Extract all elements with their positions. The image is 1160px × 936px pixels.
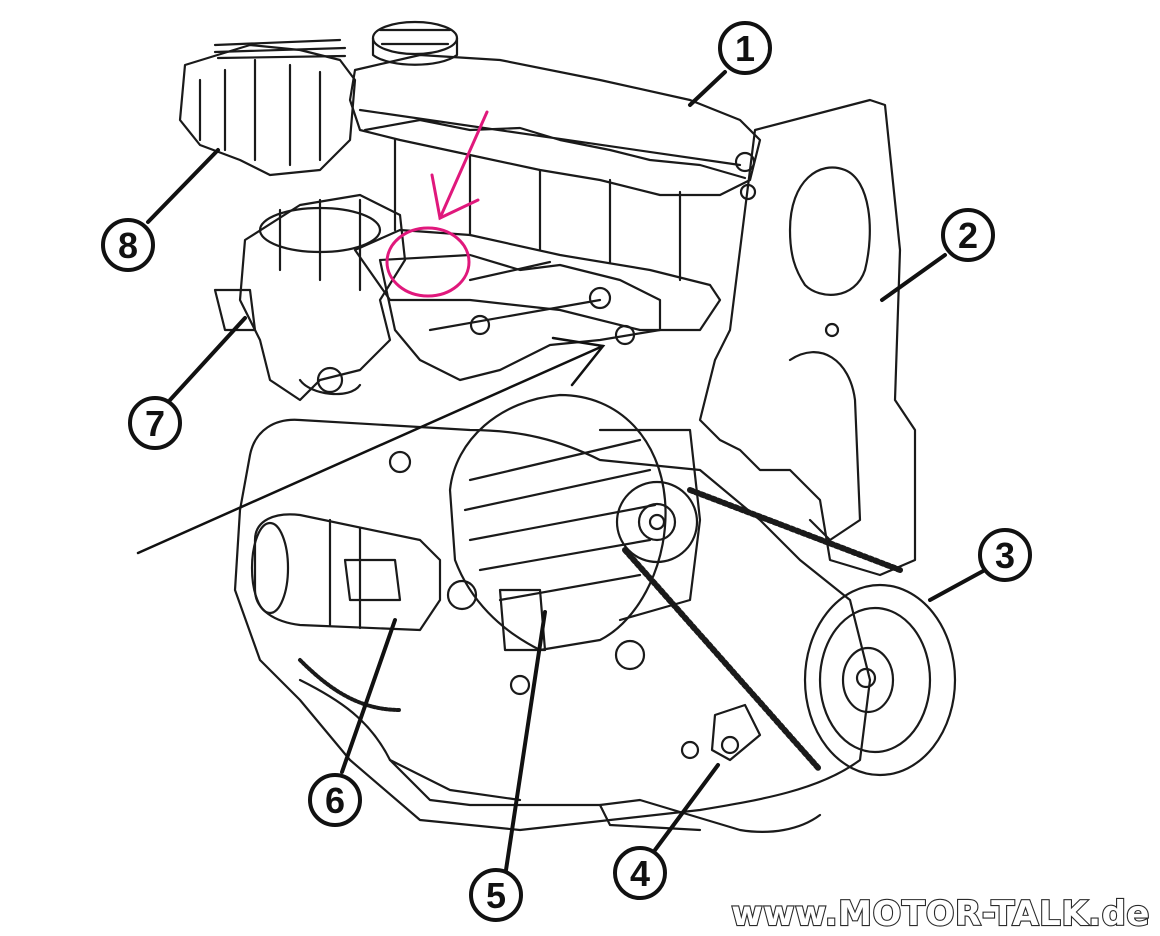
oil-filler-cap-body (371, 36, 459, 66)
annotation-arrowhead-pink (430, 173, 480, 221)
manifold-bolt (469, 314, 491, 336)
carburettor-ribs (278, 198, 362, 292)
callout-6-label: 6 (325, 780, 345, 821)
leader-line-7 (168, 316, 247, 402)
ht-leads (213, 38, 347, 60)
alternator-nut (648, 513, 666, 531)
leader-line-5 (504, 610, 547, 872)
oil-sump (298, 678, 822, 833)
callout-8-label: 8 (118, 225, 138, 266)
leader-line-1 (688, 70, 727, 107)
block-bolt-2 (446, 579, 478, 611)
distributor-ribs (198, 58, 322, 167)
leader-line-2 (880, 253, 947, 302)
carburettor (238, 193, 407, 402)
callout-4: 4 (613, 846, 667, 900)
callout-2: 2 (941, 208, 995, 262)
callout-2-label: 2 (958, 215, 978, 256)
starter-end-cap (250, 521, 290, 615)
block-bolt (388, 450, 412, 474)
alternator-fan (598, 428, 702, 622)
cover-bolt (824, 322, 840, 338)
callout-5-label: 5 (486, 875, 506, 916)
distributor (178, 43, 357, 177)
callout-4-label: 4 (630, 853, 650, 894)
carb-base (298, 378, 362, 396)
callout-3: 3 (978, 528, 1032, 582)
annotation-arrow-pink (438, 110, 489, 220)
leader-line-3 (928, 568, 987, 602)
alternator (448, 393, 667, 652)
alternator-pulley (615, 480, 699, 564)
alternator-bracket (498, 588, 547, 652)
leader-line-4 (653, 763, 720, 852)
flywheel-edge (298, 658, 402, 712)
starter-solenoid (343, 558, 402, 602)
leader-line-6 (340, 618, 397, 774)
callout-7-label: 7 (145, 403, 165, 444)
callout-6: 6 (308, 773, 362, 827)
engine-block (233, 418, 872, 832)
callout-8: 8 (101, 218, 155, 272)
inlet-manifold (378, 253, 662, 382)
cover-bolt-mid (739, 183, 757, 201)
crank-pulley-inner (818, 606, 932, 754)
cam-belt-cover (698, 98, 917, 577)
callout-3-label: 3 (995, 535, 1015, 576)
callouts: 1 2 3 4 5 6 7 8 (101, 21, 1032, 922)
valve-cover-ribs (358, 108, 747, 282)
cover-lower-opening (788, 351, 862, 542)
cam-belt-cover-window (788, 166, 871, 296)
annotation-arrow-black (136, 344, 605, 555)
crank-pulley-nut (855, 667, 877, 689)
sump-lower (388, 758, 702, 832)
crank-pulley-hub (841, 646, 895, 714)
block-bolt-3 (509, 674, 531, 696)
manifold-stud (588, 286, 612, 310)
alternator-ribs (463, 438, 657, 602)
leader-line-8 (146, 148, 220, 224)
alternator-pulley-hub (637, 502, 677, 542)
oil-filler-cap (371, 20, 459, 56)
manifold-stud-2 (614, 324, 636, 346)
starter-bands (328, 518, 362, 630)
watermark: www.MOTOR-TALK.de (731, 894, 1150, 934)
annotation-arrowhead-black (551, 336, 606, 387)
callout-5: 5 (469, 868, 523, 922)
oil-pressure-switch (710, 703, 762, 762)
valve-cover (348, 53, 762, 197)
callout-1-label: 1 (735, 28, 755, 69)
callout-7: 7 (128, 396, 182, 450)
cover-bolt-top (734, 151, 756, 173)
block-bolt-4 (614, 639, 646, 671)
carb-linkage (213, 288, 257, 332)
carb-fitting (316, 366, 344, 394)
callout-1: 1 (718, 21, 772, 75)
switch-terminal (720, 735, 740, 755)
crank-pulley (803, 583, 957, 777)
highlight-circle (385, 226, 471, 298)
throttle-linkage (428, 260, 602, 332)
carburettor-top (258, 206, 382, 254)
cylinder-head (353, 228, 722, 332)
oil-filler-cap-ridges (378, 28, 452, 46)
block-bolt-5 (680, 740, 700, 760)
drive-belt (622, 487, 903, 773)
